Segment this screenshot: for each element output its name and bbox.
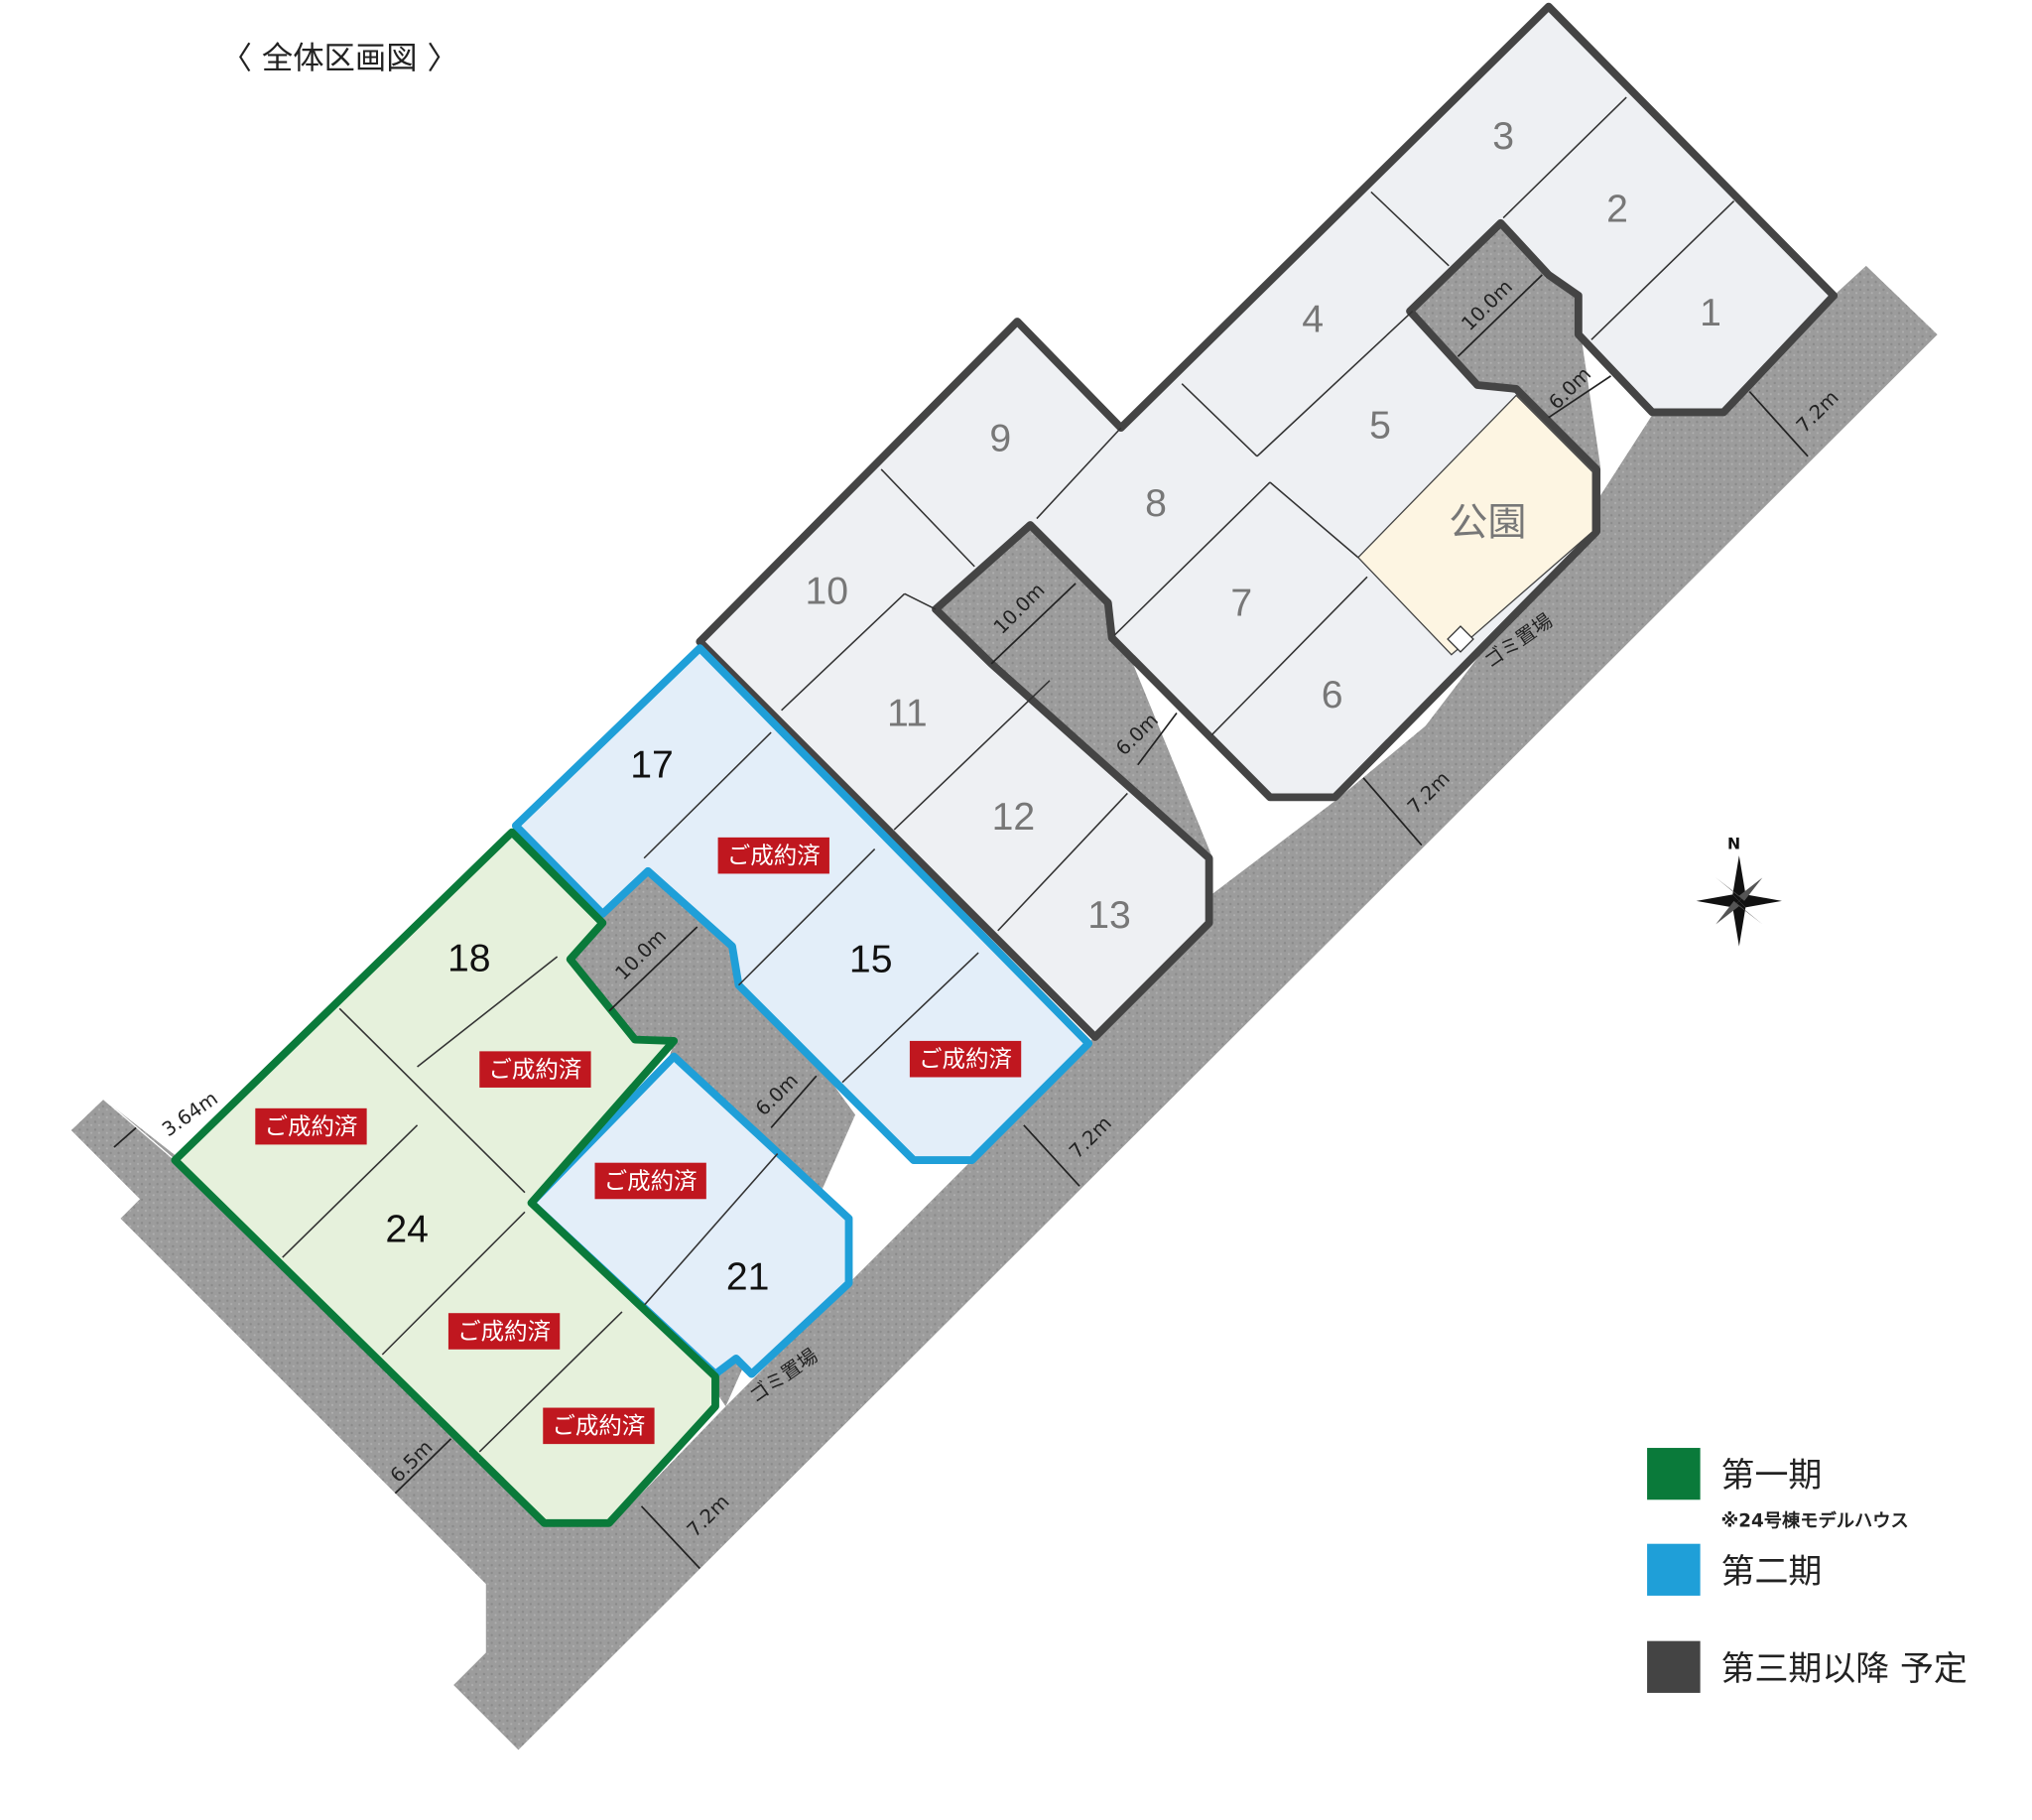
sold-badge: ご成約済 (255, 1107, 367, 1145)
legend-swatch-phase3 (1647, 1640, 1701, 1693)
park-label: 公園 (1449, 501, 1526, 544)
legend-phase1: 第一期 (1721, 1456, 1823, 1495)
page-title: 〈 全体区画図 〉 (221, 41, 458, 76)
phase2-lots (511, 644, 1093, 1378)
svg-text:ご成約済: ご成約済 (488, 1055, 581, 1083)
lot-13[interactable]: 13 (1087, 894, 1131, 937)
svg-text:ご成約済: ご成約済 (727, 842, 821, 869)
legend-phase3: 第三期以降 予定 (1721, 1649, 1968, 1689)
lot-2[interactable]: 2 (1606, 188, 1628, 230)
svg-text:ご成約済: ご成約済 (919, 1045, 1012, 1073)
lot-11[interactable]: 11 (887, 692, 928, 734)
north-label: N (1727, 835, 1740, 853)
svg-text:ご成約済: ご成約済 (264, 1112, 357, 1140)
sold-badges: ご成約済 ご成約済 ご成約済 ご成約済 ご成約済 ご成約済 ご成約済 (255, 837, 1022, 1445)
legend-swatch-phase2 (1647, 1543, 1701, 1596)
sold-badge: ご成約済 (594, 1162, 706, 1200)
lot-18[interactable]: 18 (447, 937, 491, 979)
lot-4[interactable]: 4 (1302, 298, 1324, 340)
lot-15[interactable]: 15 (849, 939, 893, 981)
lot-12[interactable]: 12 (992, 796, 1036, 839)
legend: 第一期 ※24号棟モデルハウス 第二期 第三期以降 予定 (1647, 1448, 1968, 1693)
lot-7[interactable]: 7 (1230, 582, 1252, 624)
lot-21[interactable]: 21 (726, 1256, 770, 1299)
garbage-area (1447, 625, 1474, 653)
legend-phase2: 第二期 (1721, 1552, 1823, 1592)
svg-text:ご成約済: ご成約済 (552, 1412, 645, 1440)
svg-text:ご成約済: ご成約済 (604, 1167, 698, 1195)
sold-badge: ご成約済 (543, 1407, 655, 1445)
lot-9[interactable]: 9 (989, 418, 1011, 460)
lot-1[interactable]: 1 (1700, 292, 1721, 334)
legend-swatch-phase1 (1647, 1448, 1701, 1500)
phase1-lots (171, 828, 719, 1527)
park (1356, 394, 1593, 656)
lot-5[interactable]: 5 (1369, 404, 1391, 447)
svg-text:ご成約済: ご成約済 (457, 1317, 551, 1345)
sold-badge: ご成約済 (909, 1040, 1022, 1078)
sold-badge: ご成約済 (717, 837, 829, 874)
lot-6[interactable]: 6 (1322, 674, 1343, 716)
phase3-lots (696, 2, 1839, 1041)
legend-phase1-note: ※24号棟モデルハウス (1721, 1510, 1909, 1532)
lot-8[interactable]: 8 (1145, 482, 1167, 525)
compass-icon: N (1696, 835, 1782, 947)
lot-3[interactable]: 3 (1492, 115, 1514, 158)
lot-17[interactable]: 17 (630, 744, 674, 787)
sold-badge: ご成約済 (479, 1051, 591, 1088)
lot-24[interactable]: 24 (385, 1208, 429, 1250)
lot-numbers: 1 2 3 4 5 6 7 8 9 10 11 12 13 15 17 18 2… (385, 115, 1721, 1298)
lot-10[interactable]: 10 (806, 571, 849, 613)
sold-badge: ご成約済 (447, 1313, 561, 1350)
